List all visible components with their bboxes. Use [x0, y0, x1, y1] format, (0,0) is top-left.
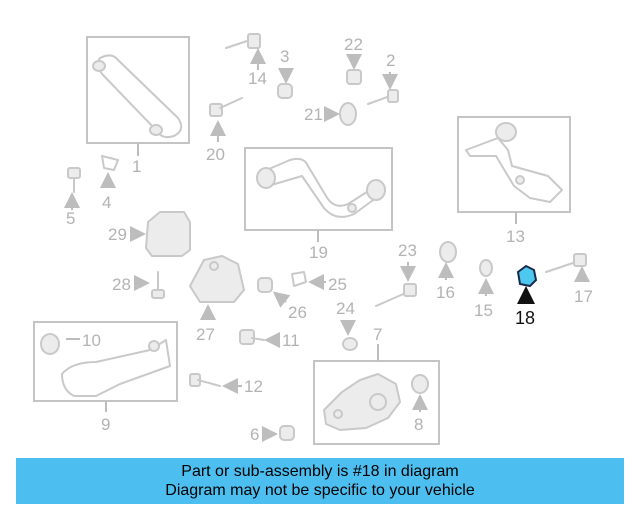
- callout-5: 5: [66, 209, 75, 228]
- callout-18: 18: [515, 308, 535, 328]
- callout-2: 2: [386, 51, 395, 70]
- part-13-lower-arm: 13: [457, 116, 571, 246]
- banner-line-2: Diagram may not be specific to your vehi…: [165, 482, 475, 499]
- part-21-washer: 21: [304, 102, 357, 126]
- callout-28: 28: [112, 275, 131, 294]
- callout-21: 21: [304, 105, 323, 124]
- callout-1: 1: [132, 157, 141, 176]
- callout-11: 11: [282, 331, 300, 350]
- info-banner: Part or sub-assembly is #18 in diagram D…: [16, 458, 624, 504]
- part-20-bolt: 20: [206, 97, 243, 164]
- callout-12: 12: [244, 377, 263, 396]
- part-5-bolt: 5: [64, 167, 81, 228]
- callout-7: 7: [373, 325, 382, 344]
- callout-27: 27: [196, 325, 215, 344]
- callout-14: 14: [248, 69, 267, 88]
- part-15-washer: 15: [474, 259, 494, 320]
- part-3-nut: 3: [277, 47, 294, 99]
- part-18-nut-highlighted[interactable]: 18: [515, 264, 538, 328]
- callout-9: 9: [101, 415, 110, 434]
- callout-16: 16: [436, 283, 455, 302]
- part-6-nut: 6: [250, 425, 295, 444]
- part-17-bolt: 17: [545, 253, 593, 306]
- callout-25: 25: [328, 275, 347, 294]
- callout-4: 4: [102, 193, 111, 212]
- part-12-bolt: 12: [189, 373, 263, 396]
- part-26-nut: 26: [257, 277, 307, 322]
- callout-23: 23: [398, 241, 417, 260]
- part-19-upper-arm: 19: [244, 147, 393, 262]
- part-9-trailing-arm: 10 9: [33, 321, 178, 434]
- callout-6: 6: [250, 425, 259, 444]
- parts-diagram: 1 14 3 22 2 21 20: [33, 33, 593, 445]
- callout-10: 10: [82, 331, 101, 350]
- part-1-control-arm: 1: [86, 36, 190, 176]
- part-16-bushing: 16: [436, 241, 457, 302]
- callout-29: 29: [108, 225, 127, 244]
- callout-17: 17: [574, 287, 593, 306]
- callout-26: 26: [288, 303, 307, 322]
- part-22-bushing: 22: [344, 35, 363, 85]
- banner-line-1: Part or sub-assembly is #18 in diagram: [181, 463, 459, 480]
- callout-8: 8: [414, 415, 423, 434]
- callout-19: 19: [309, 243, 328, 262]
- part-27-bracket: 27: [189, 255, 245, 344]
- part-4-clip: 4: [100, 155, 119, 212]
- part-11-bolt: 11: [239, 329, 300, 350]
- callout-24: 24: [336, 299, 355, 318]
- part-14-bolt: 14: [225, 33, 267, 88]
- part-23-bolt: 23: [375, 241, 417, 307]
- part-7-knuckle: 7 8: [313, 325, 440, 445]
- callout-20: 20: [206, 145, 225, 164]
- part-2-bolt: 2: [367, 51, 399, 105]
- callout-22: 22: [344, 35, 363, 54]
- callout-13: 13: [506, 227, 525, 246]
- part-29-mount: 29: [108, 211, 191, 257]
- part-24-washer: 24: [336, 299, 358, 351]
- callout-15: 15: [474, 301, 493, 320]
- part-25-clip: 25: [291, 271, 347, 294]
- part-28-screw: 28: [112, 271, 165, 299]
- callout-3: 3: [280, 47, 289, 66]
